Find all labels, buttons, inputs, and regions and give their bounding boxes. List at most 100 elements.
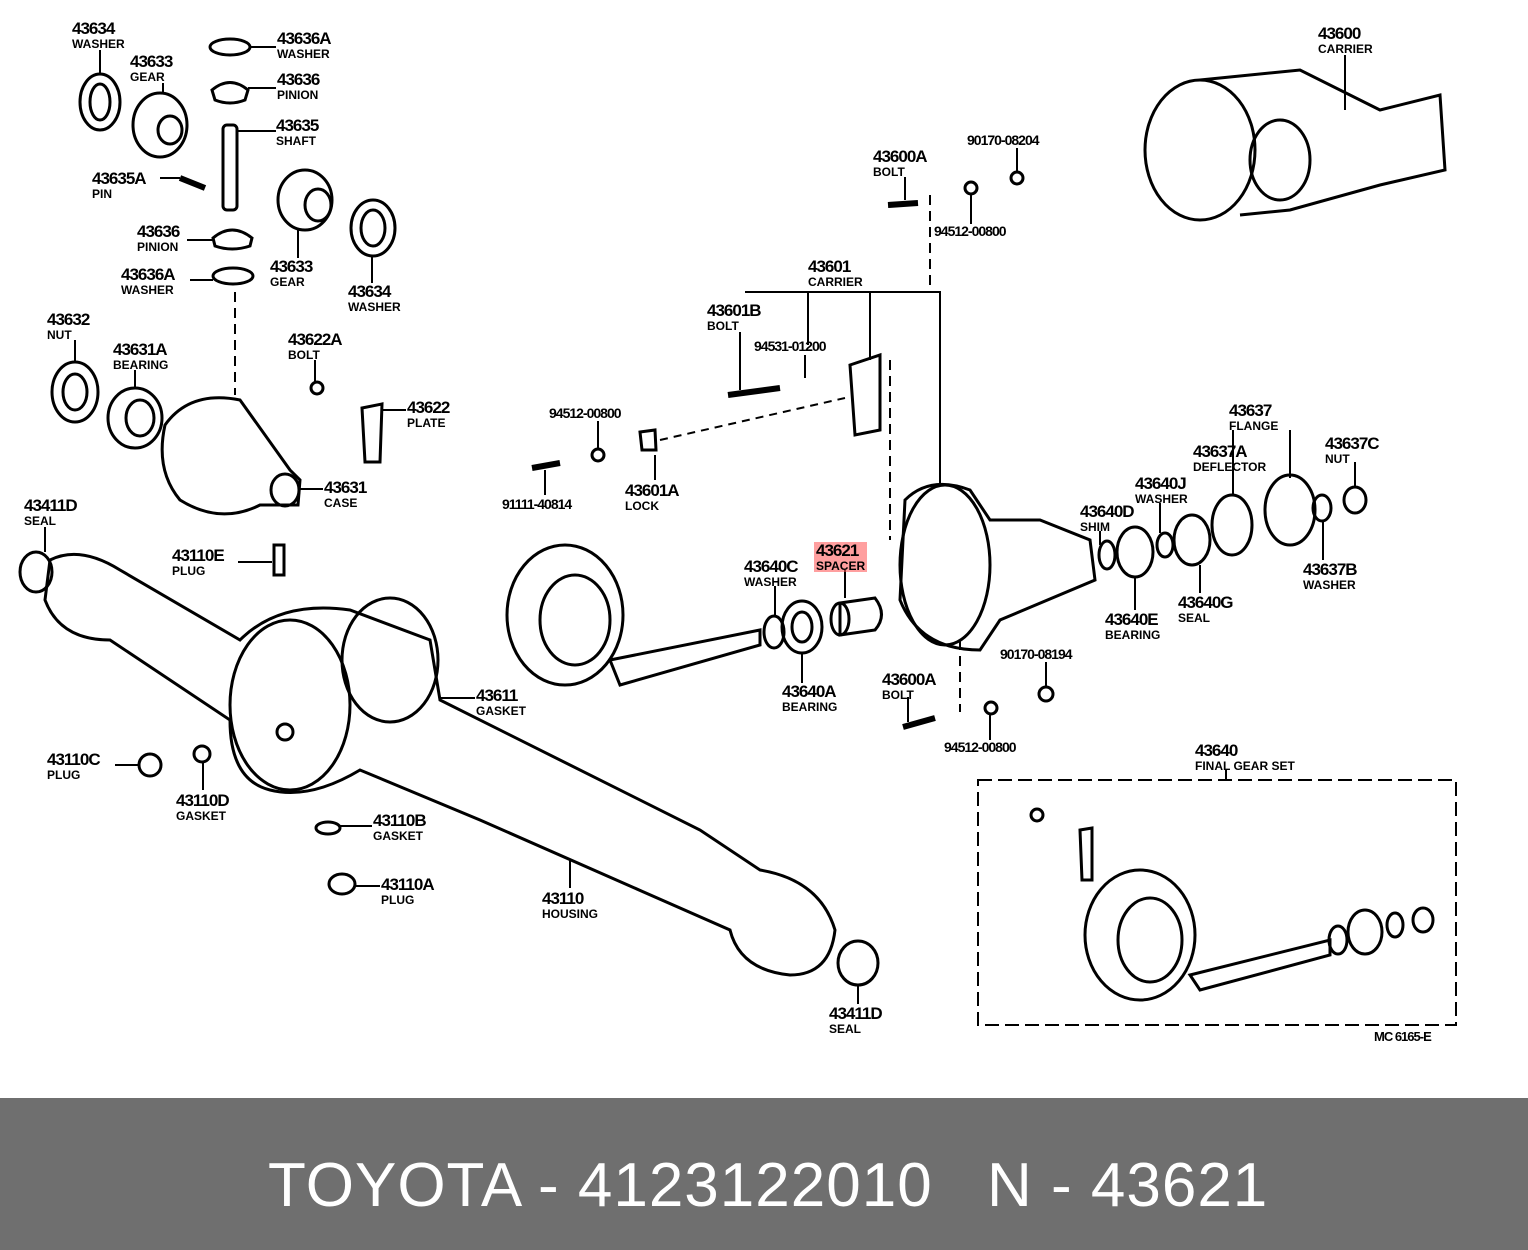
part-name: BOLT xyxy=(873,165,905,179)
part-number: 43636A xyxy=(277,29,332,48)
label-94512-00800-b: 94512-00800 xyxy=(549,406,622,420)
part-number: 43636A xyxy=(121,265,176,284)
part-number: 43411D xyxy=(24,496,78,515)
part-number: 43637B xyxy=(1303,560,1358,579)
part-number: 43640A xyxy=(782,682,837,701)
part-name: SHAFT xyxy=(276,134,316,148)
washer-part xyxy=(208,37,252,57)
washer-part xyxy=(1155,531,1175,559)
label-94512-00800: 94512-00800 xyxy=(934,224,1007,238)
part-name: WASHER xyxy=(1135,492,1188,506)
plug-part xyxy=(327,872,357,896)
ring-gear-part xyxy=(505,543,625,687)
gasket-part xyxy=(314,820,342,836)
part-name: NUT xyxy=(47,328,72,342)
part-number: 43631A xyxy=(113,340,168,359)
label-94512-00800-c: 94512-00800 xyxy=(944,739,1017,755)
shim-part xyxy=(1097,539,1117,571)
carrier-part xyxy=(898,482,1097,652)
footer-part-number: TOYOTA - 4123122010 xyxy=(268,1151,933,1220)
part-name: NUT xyxy=(1325,452,1350,466)
deflector-part xyxy=(1210,493,1254,557)
part-name: SHIM xyxy=(1080,520,1110,534)
part-name: FLANGE xyxy=(1229,419,1279,433)
part-name: GASKET xyxy=(373,829,424,843)
part-name: CASE xyxy=(324,496,358,510)
part-name: BOLT xyxy=(882,688,914,702)
washer-part xyxy=(78,72,122,132)
part-name: WASHER xyxy=(72,37,125,51)
washer-part xyxy=(349,198,397,258)
part-name: WASHER xyxy=(121,283,174,297)
part-name: WASHER xyxy=(1303,578,1356,592)
part-number: 43601 xyxy=(808,257,851,276)
washer-part xyxy=(211,266,255,286)
part-name: DEFLECTOR xyxy=(1193,460,1267,474)
part-name: HOUSING xyxy=(542,907,599,921)
part-name: PINION xyxy=(277,88,319,102)
part-name: BOLT xyxy=(288,348,320,362)
housing-part xyxy=(43,552,837,977)
part-number: MC 6165-E xyxy=(1374,1029,1432,1044)
spacer-part xyxy=(838,596,883,637)
label-90170-08194: 90170-08194 xyxy=(1000,647,1073,661)
bearing-part xyxy=(780,599,824,655)
part-number: 43110 xyxy=(542,889,584,908)
part-number: 43110D xyxy=(176,791,230,810)
part-name: PINION xyxy=(137,240,179,254)
part-number: 94512-00800 xyxy=(944,739,1017,755)
part-number: 43611 xyxy=(476,686,518,705)
part-name: FINAL GEAR SET xyxy=(1195,759,1295,773)
pinion-part xyxy=(210,81,250,105)
part-number: 43634 xyxy=(348,282,391,301)
part-number: 43631 xyxy=(324,478,367,497)
part-name: CARRIER xyxy=(1318,42,1373,56)
part-number: 43621 xyxy=(816,541,859,560)
part-name: GASKET xyxy=(176,809,227,823)
seal-part xyxy=(836,939,880,987)
footer-reference-number: N - 43621 xyxy=(987,1151,1269,1220)
drawing-code: MC 6165-E xyxy=(1374,1029,1432,1044)
exploded-parts-drawing xyxy=(18,37,1457,1026)
gear-part xyxy=(276,168,334,232)
part-number: 43640C xyxy=(744,557,799,576)
part-number: 43636 xyxy=(277,70,320,89)
plug-part xyxy=(272,543,286,577)
part-name: GEAR xyxy=(130,70,165,84)
plug-part xyxy=(137,752,163,778)
part-number: 43636 xyxy=(137,222,180,241)
part-number: 43622A xyxy=(288,330,343,349)
part-name: SEAL xyxy=(1178,611,1211,625)
part-name: WASHER xyxy=(277,47,330,61)
label-90170-08204: 90170-08204 xyxy=(967,133,1040,147)
part-name: PLATE xyxy=(407,416,446,430)
part-name: WASHER xyxy=(744,575,797,589)
part-number: 43601B xyxy=(707,301,762,320)
final-gear-set-box xyxy=(977,779,1457,1026)
part-number: 43640D xyxy=(1080,502,1135,521)
case-part xyxy=(160,396,302,516)
part-number: 43634 xyxy=(72,19,115,38)
plate-part xyxy=(360,402,384,464)
pinion-shaft-part xyxy=(607,628,762,687)
carrier-cap-part xyxy=(848,352,882,437)
lock-part xyxy=(638,428,658,452)
seal-part xyxy=(1172,513,1212,567)
footer-bar: TOYOTA - 4123122010 N - 43621 xyxy=(0,1098,1528,1250)
